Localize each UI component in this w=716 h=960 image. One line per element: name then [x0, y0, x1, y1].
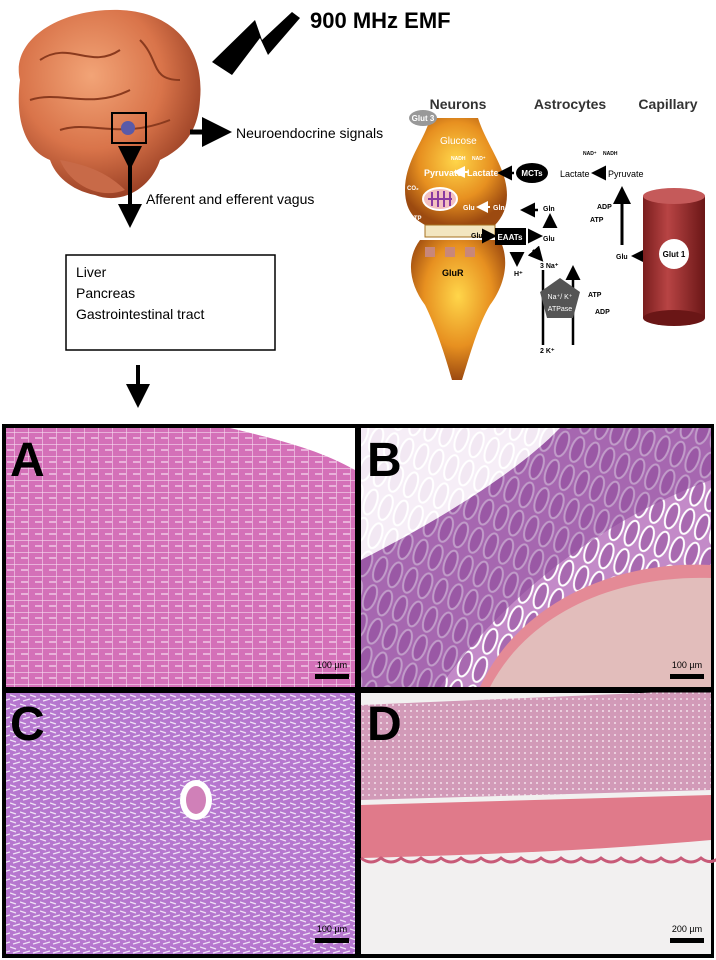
label-eaats: EAATs	[497, 233, 523, 242]
glut1-transporter	[659, 239, 689, 269]
organ-pancreas: Pancreas	[76, 285, 135, 301]
brain-illustration	[18, 9, 201, 199]
panel-c	[6, 693, 355, 954]
label-pyruvate-astro: Pyruvate	[608, 169, 644, 179]
label-glu-synapse: Glu	[471, 233, 483, 240]
label-glut3: Glut 3	[412, 114, 435, 123]
panel-letter-d: D	[367, 698, 402, 751]
neuroendocrine-label: Neuroendocrine signals	[236, 125, 383, 141]
label-h-plus: H⁺	[514, 271, 523, 278]
panel-letter-b: B	[367, 434, 402, 487]
panel-a	[6, 428, 355, 687]
label-co2: CO₂	[407, 186, 419, 192]
organs-box	[65, 254, 276, 351]
label-lactate-astro: Lactate	[560, 169, 590, 179]
label-3na: 3 Na⁺	[540, 263, 559, 270]
organ-liver: Liver	[76, 264, 107, 280]
label-atp-astro: ATP	[590, 217, 604, 224]
scale-bar-d	[670, 938, 704, 943]
label-glur: GluR	[442, 268, 464, 278]
capillary-cylinder	[643, 188, 705, 326]
scale-bar-c	[315, 938, 349, 943]
hypothalamus-marker	[121, 121, 135, 135]
lightning-bolt-icon	[212, 12, 300, 75]
header-capillary: Capillary	[638, 96, 697, 112]
synapse-illustration	[405, 110, 507, 380]
label-glu-astro: Glu	[543, 236, 555, 243]
scale-bar-b	[670, 674, 704, 679]
scale-label-c: 100 µm	[317, 924, 347, 934]
label-glu-capillary: Glu	[616, 254, 628, 261]
organ-gi-tract: Gastrointestinal tract	[76, 306, 204, 322]
mcts-transporter	[516, 163, 548, 183]
panel-letter-c: C	[10, 698, 45, 751]
label-nadh-neuron: NADH	[451, 156, 466, 162]
label-gln-astro: Gln	[543, 206, 555, 213]
label-mcts: MCTs	[521, 169, 543, 178]
label-lactate-neuron: Lactate	[467, 168, 499, 178]
label-pyruvate-neuron: Pyruvate	[424, 168, 462, 178]
scale-label-b: 100 µm	[672, 660, 702, 670]
label-pump-top: Na⁺/ K⁺	[548, 294, 573, 301]
label-glu-neuron: Glu	[463, 205, 475, 212]
vagus-label: Afferent and efferent vagus	[146, 191, 314, 207]
region-box	[111, 112, 147, 144]
scale-label-d: 200 µm	[672, 924, 702, 934]
label-nadh-astro: NADH	[603, 151, 618, 157]
panel-d	[360, 690, 716, 954]
label-atp-neuron: ATP	[410, 216, 422, 222]
label-nad-astro: NAD⁺	[583, 151, 597, 157]
scale-label-a: 100 µm	[317, 660, 347, 670]
label-nad-neuron: NAD⁺	[472, 156, 486, 162]
label-pump-bottom: ATPase	[548, 306, 572, 313]
label-glucose: Glucose	[440, 136, 477, 147]
label-glut1: Glut 1	[663, 250, 686, 259]
label-2k: 2 K⁺	[540, 348, 555, 355]
emf-label: 900 MHz EMF	[310, 8, 451, 33]
glut3-transporter	[409, 110, 437, 126]
na-k-atpase-pump	[540, 278, 580, 318]
panel-letter-a: A	[10, 434, 45, 487]
panel-b	[361, 428, 711, 687]
scale-bar-a	[315, 674, 349, 679]
label-gln-neuron: Gln	[493, 205, 505, 212]
eaats-transporter	[495, 228, 526, 245]
header-neurons: Neurons	[430, 96, 487, 112]
header-astrocytes: Astrocytes	[534, 96, 607, 112]
label-atp-pump: ATP	[588, 292, 602, 299]
label-adp-pump: ADP	[595, 309, 610, 316]
label-adp-astro: ADP	[597, 204, 612, 211]
